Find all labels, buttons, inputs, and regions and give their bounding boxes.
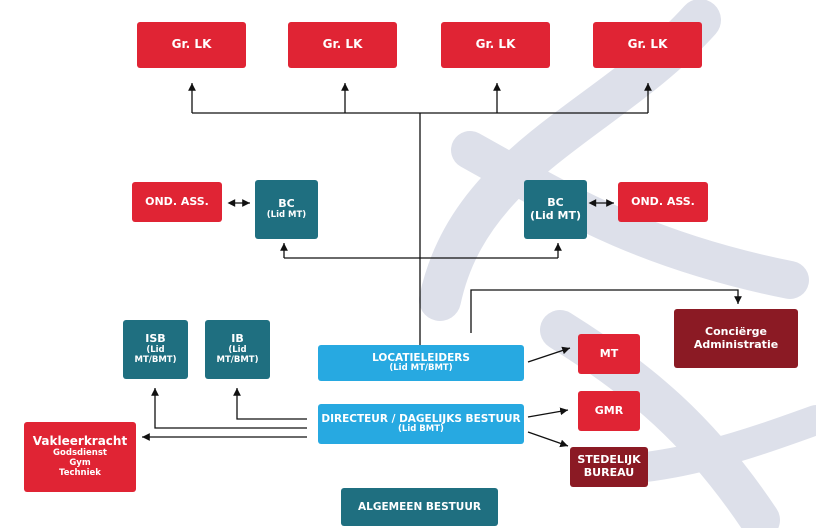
arrow-to-isb bbox=[151, 388, 307, 429]
locatieleiders-box: LOCATIELEIDERS (Lid MT/BMT) bbox=[318, 345, 524, 381]
algemeen-bestuur-label: ALGEMEEN BESTUUR bbox=[358, 500, 481, 513]
concierge-line-1: Conciërge bbox=[705, 324, 767, 338]
group-lk-label-3: Gr. LK bbox=[475, 37, 516, 52]
bc-left-title: BC bbox=[278, 197, 295, 211]
ib-box: IB (Lid MT/BMT) bbox=[205, 320, 270, 379]
group-lk-label-4: Gr. LK bbox=[627, 37, 668, 52]
directeur-title: DIRECTEUR / DAGELIJKS BESTUUR bbox=[321, 413, 521, 426]
ond-ass-right-box: OND. ASS. bbox=[618, 182, 708, 222]
ib-sub-1: (Lid bbox=[228, 345, 247, 356]
arrow-to-ib bbox=[233, 388, 307, 420]
locatieleiders-title: LOCATIELEIDERS bbox=[372, 352, 470, 365]
isb-title: ISB bbox=[145, 332, 166, 346]
ond-ass-left-label: OND. ASS. bbox=[145, 194, 209, 208]
group-lk-label-1: Gr. LK bbox=[171, 37, 212, 52]
bc-right-box: BC (Lid MT) bbox=[524, 180, 587, 239]
concierge-line-2: Administratie bbox=[693, 337, 779, 351]
locatieleiders-sub: (Lid MT/BMT) bbox=[389, 363, 453, 374]
concierge-box: Conciërge Administratie bbox=[674, 309, 798, 368]
arrow-to-stedelijk bbox=[527, 431, 569, 448]
stedelijk-line-1: STEDELIJK bbox=[577, 453, 641, 467]
ib-title: IB bbox=[231, 332, 244, 346]
stedelijk-bureau-box: STEDELIJK BUREAU bbox=[570, 447, 648, 487]
algemeen-bestuur-box: ALGEMEEN BESTUUR bbox=[341, 488, 498, 526]
arrow-to-gmr bbox=[527, 407, 569, 418]
ond-ass-right-label: OND. ASS. bbox=[631, 194, 695, 208]
mt-box: MT bbox=[578, 334, 640, 374]
bc-left-box: BC (Lid MT) bbox=[255, 180, 318, 239]
isb-sub-1: (Lid bbox=[146, 345, 165, 356]
vakleerkracht-item-3: Techniek bbox=[59, 467, 101, 478]
bc-right-sub: (Lid MT) bbox=[530, 208, 581, 222]
ond-ass-left-box: OND. ASS. bbox=[132, 182, 222, 222]
arrow-to-concierge bbox=[470, 289, 742, 333]
isb-sub-2: MT/BMT) bbox=[134, 354, 177, 365]
vakleerkracht-item-2: Gym bbox=[69, 458, 91, 469]
gmr-label: GMR bbox=[594, 403, 624, 417]
vakleerkracht-box: Vakleerkracht Godsdienst Gym Techniek bbox=[24, 422, 136, 492]
ib-sub-2: MT/BMT) bbox=[216, 354, 259, 365]
group-lk-label-2: Gr. LK bbox=[322, 37, 363, 52]
gmr-box: GMR bbox=[578, 391, 640, 431]
stedelijk-line-2: BUREAU bbox=[583, 466, 635, 479]
group-lk-box-2: Gr. LK bbox=[288, 22, 397, 68]
vakleerkracht-title: Vakleerkracht bbox=[32, 434, 128, 449]
group-lk-box-3: Gr. LK bbox=[441, 22, 550, 68]
directeur-sub: (Lid BMT) bbox=[398, 424, 444, 435]
mt-label: MT bbox=[599, 346, 619, 360]
bc-right-title: BC bbox=[547, 195, 564, 209]
isb-box: ISB (Lid MT/BMT) bbox=[123, 320, 188, 379]
arrow-to-mt bbox=[527, 346, 571, 363]
bc-left-sub: (Lid MT) bbox=[266, 209, 307, 220]
directeur-box: DIRECTEUR / DAGELIJKS BESTUUR (Lid BMT) bbox=[318, 404, 524, 444]
vakleerkracht-item-1: Godsdienst bbox=[53, 448, 107, 459]
group-lk-box-1: Gr. LK bbox=[137, 22, 246, 68]
group-lk-box-4: Gr. LK bbox=[593, 22, 702, 68]
